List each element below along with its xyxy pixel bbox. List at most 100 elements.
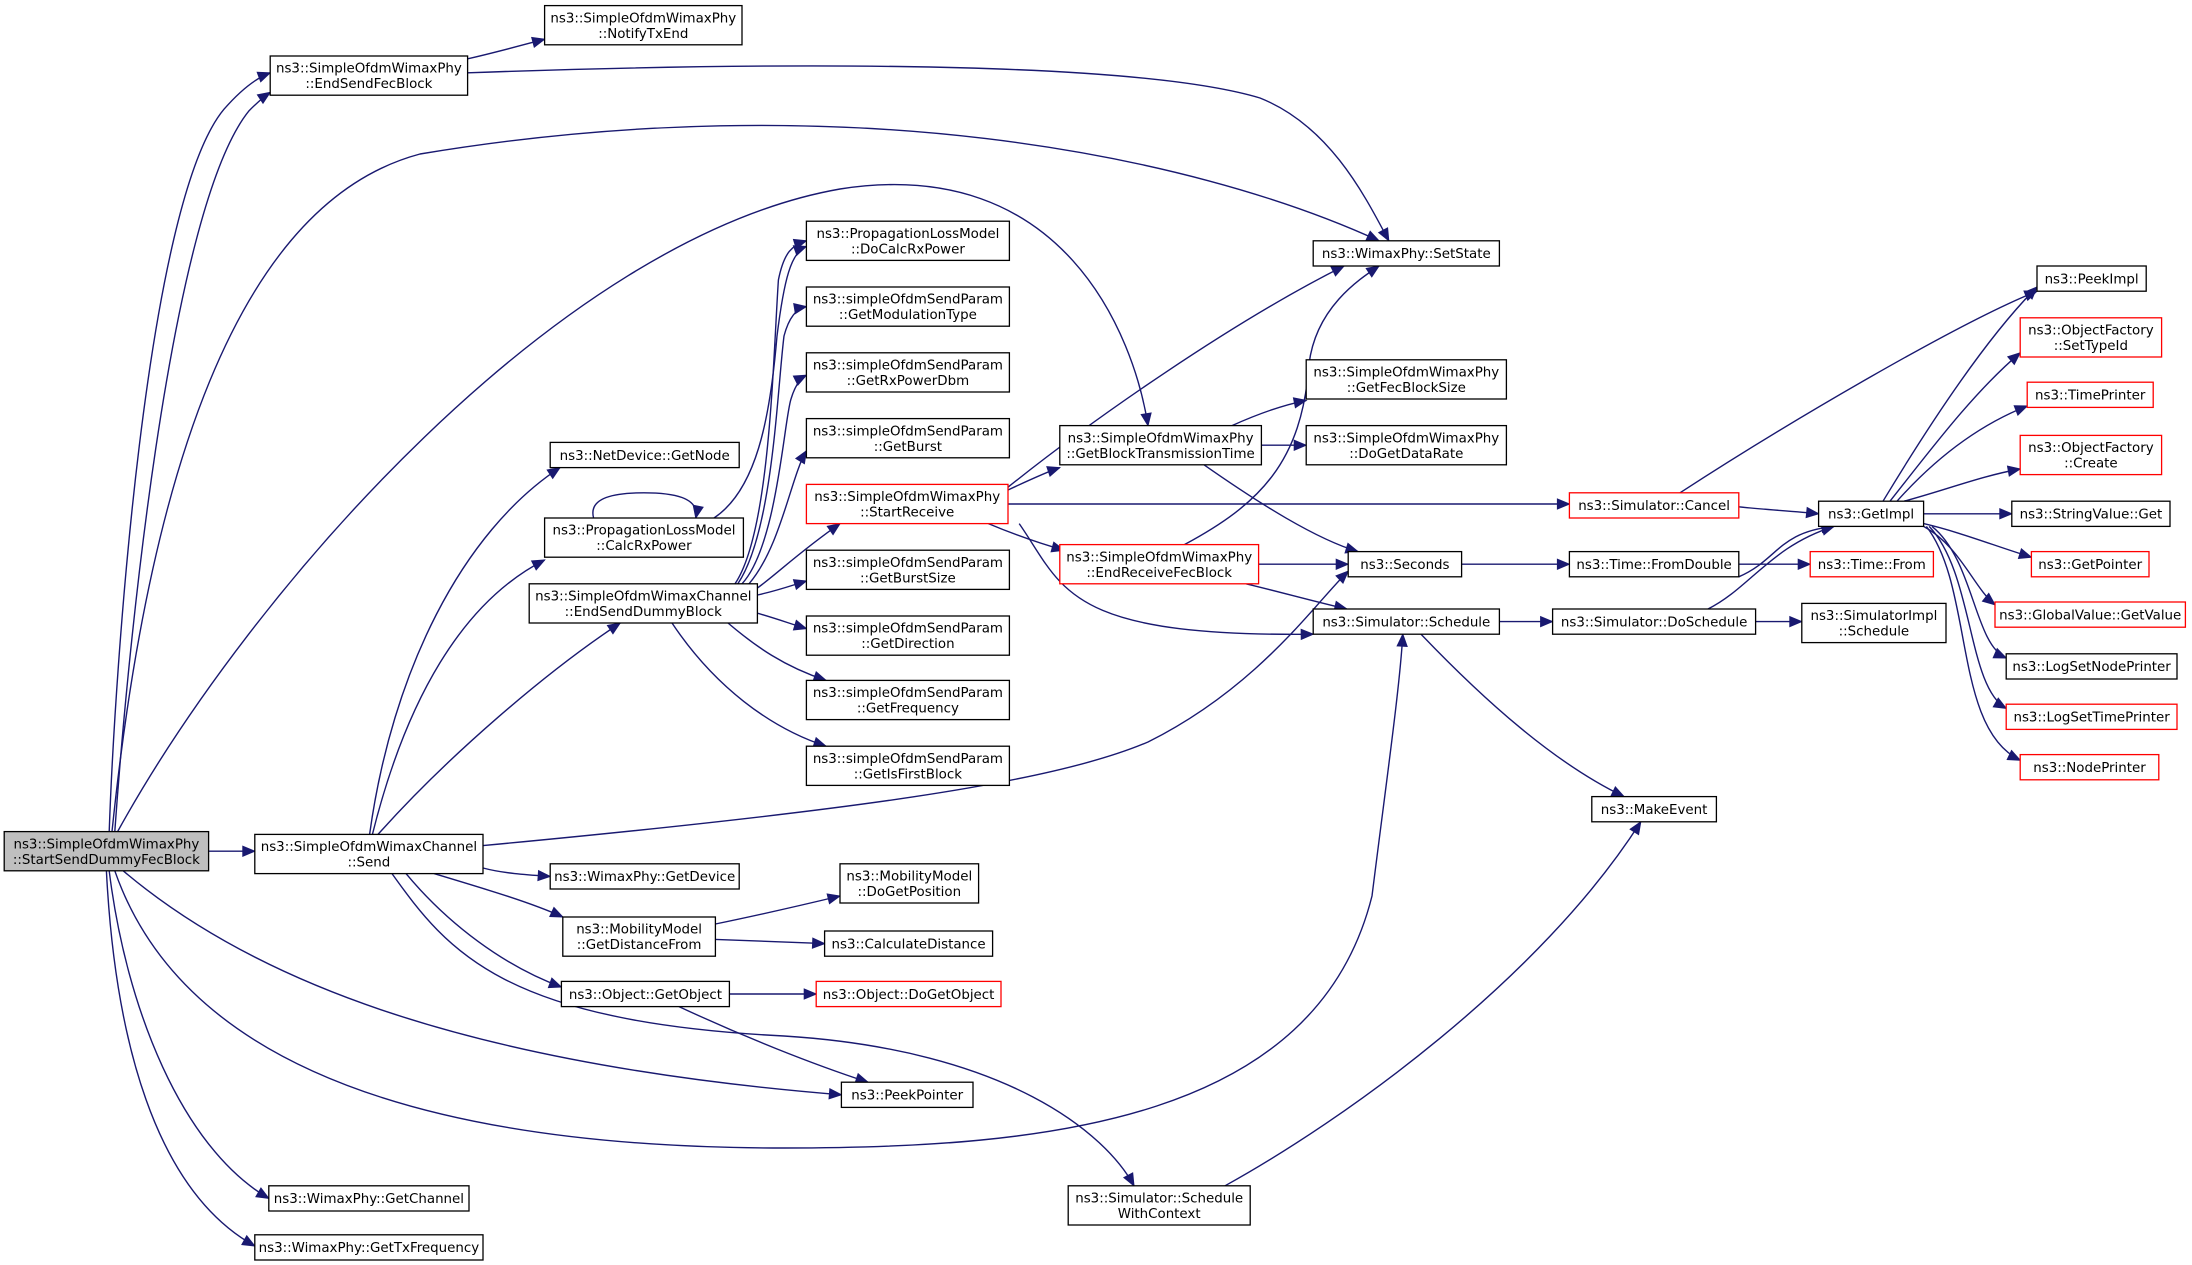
node-time-from[interactable]: ns3::Time::From — [1809, 550, 1935, 578]
node-simulator-cancel[interactable]: ns3::Simulator::Cancel — [1568, 492, 1740, 519]
node-end-send-fec-block[interactable]: ns3::SimpleOfdmWimaxPhy::EndSendFecBlock — [269, 55, 469, 96]
node-object-factory-set-type-id[interactable]: ns3::ObjectFactory::SetTypeId — [2019, 317, 2163, 358]
node-get-frequency[interactable]: ns3::simpleOfdmSendParam::GetFrequency — [805, 679, 1011, 721]
node-get-impl[interactable]: ns3::GetImpl — [1817, 500, 1925, 528]
node-peek-pointer[interactable]: ns3::PeekPointer — [840, 1081, 974, 1109]
edge-channelSend-to-objectGetObject — [405, 873, 563, 989]
node-label-line: ns3::GetPointer — [2038, 558, 2142, 573]
edge-line — [105, 870, 256, 1247]
node-box — [1059, 543, 1260, 585]
node-box — [1305, 424, 1508, 466]
node-simulator-impl-schedule[interactable]: ns3::SimulatorImpl::Schedule — [1801, 602, 1947, 644]
node-get-rx-power-dbm[interactable]: ns3::simpleOfdmSendParam::GetRxPowerDbm — [805, 352, 1011, 393]
node-calc-rx-power[interactable]: ns3::PropagationLossModel::CalcRxPower — [543, 517, 745, 558]
edge-getImpl-to-stringValueGet — [1923, 508, 2014, 520]
node-seconds[interactable]: ns3::Seconds — [1347, 550, 1463, 578]
node-set-state[interactable]: ns3::WimaxPhy::SetState — [1312, 240, 1501, 267]
node-peek-impl[interactable]: ns3::PeekImpl — [2036, 265, 2147, 292]
node-label-line: ns3::Simulator::Schedule — [1075, 1191, 1243, 1206]
edge-line — [1224, 821, 1642, 1187]
arrowhead-icon — [1140, 412, 1152, 427]
node-log-set-node-printer[interactable]: ns3::LogSetNodePrinter — [2005, 653, 2178, 680]
edge-line — [114, 634, 1404, 1149]
node-end-receive-fec-block[interactable]: ns3::SimpleOfdmWimaxPhy::EndReceiveFecBl… — [1059, 543, 1260, 585]
node-calculate-distance[interactable]: ns3::CalculateDistance — [823, 930, 994, 957]
node-log-set-time-printer[interactable]: ns3::LogSetTimePrinter — [2005, 703, 2178, 731]
edge-line — [1420, 633, 1625, 798]
edge-getBlockTransmissionTime-to-doGetDataRate — [1261, 439, 1308, 451]
edge-simulatorCancel-to-peekImpl — [1679, 290, 2039, 494]
node-mobility-do-get-position[interactable]: ns3::MobilityModel::DoGetPosition — [839, 863, 980, 904]
node-string-value-get[interactable]: ns3::StringValue::Get — [2011, 500, 2171, 528]
node-mobility-get-distance-from[interactable]: ns3::MobilityModel::GetDistanceFrom — [562, 916, 717, 957]
node-label-line: ns3::SimpleOfdmWimaxPhy — [550, 11, 736, 26]
node-global-value-get-value[interactable]: ns3::GlobalValue::GetValue — [1994, 601, 2187, 628]
edge-line — [727, 622, 827, 682]
node-box — [254, 833, 484, 875]
node-channel-send[interactable]: ns3::SimpleOfdmWimaxChannel::Send — [254, 833, 484, 875]
edge-line — [1707, 525, 1835, 610]
node-label-line: ns3::LogSetNodePrinter — [2012, 660, 2171, 675]
edge-getImpl-to-nodePrinter — [1925, 525, 2022, 761]
arrowhead-icon — [1999, 508, 2014, 520]
edge-line — [715, 895, 841, 925]
arrowhead-icon — [1789, 615, 1804, 628]
node-wimax-phy-get-tx-frequency[interactable]: ns3::WimaxPhy::GetTxFrequency — [254, 1234, 484, 1261]
node-get-burst-size[interactable]: ns3::simpleOfdmSendParam::GetBurstSize — [805, 549, 1011, 591]
node-do-schedule[interactable]: ns3::Simulator::DoSchedule — [1551, 608, 1757, 635]
node-get-fec-block-size[interactable]: ns3::SimpleOfdmWimaxPhy::GetFecBlockSize — [1305, 359, 1508, 400]
node-make-event[interactable]: ns3::MakeEvent — [1591, 795, 1718, 823]
node-node-printer[interactable]: ns3::NodePrinter — [2019, 753, 2160, 781]
node-get-burst[interactable]: ns3::simpleOfdmSendParam::GetBurst — [805, 417, 1011, 459]
node-get-block-transmission-time[interactable]: ns3::SimpleOfdmWimaxPhy::GetBlockTransmi… — [1059, 424, 1263, 466]
node-simulator-schedule[interactable]: ns3::Simulator::Schedule — [1312, 608, 1501, 635]
node-get-pointer[interactable]: ns3::GetPointer — [2030, 550, 2150, 578]
node-label-line: ns3::Simulator::Cancel — [1578, 499, 1730, 514]
node-object-get-object[interactable]: ns3::Object::GetObject — [560, 980, 731, 1008]
node-get-modulation-type[interactable]: ns3::simpleOfdmSendParam::GetModulationT… — [805, 286, 1011, 327]
node-wimax-phy-get-channel[interactable]: ns3::WimaxPhy::GetChannel — [268, 1185, 470, 1212]
edge-channelSend-to-wimaxPhyGetDevice — [482, 867, 552, 882]
node-label-line: ::SetTypeId — [2054, 339, 2128, 354]
node-do-get-data-rate[interactable]: ns3::SimpleOfdmWimaxPhy::DoGetDataRate — [1305, 424, 1508, 466]
node-notify-tx-end[interactable]: ns3::SimpleOfdmWimaxPhy::NotifyTxEnd — [543, 4, 743, 46]
node-label-line: ns3::SimpleOfdmWimaxChannel — [535, 589, 751, 604]
edge-line — [1738, 525, 1835, 578]
arrowhead-icon — [1300, 628, 1315, 641]
node-time-from-double[interactable]: ns3::Time::FromDouble — [1568, 550, 1740, 578]
edge-scheduleWithContext-to-makeEvent — [1224, 820, 1642, 1187]
edge-line — [1882, 286, 2038, 502]
arrowhead-icon — [255, 1187, 270, 1200]
node-box — [2030, 550, 2150, 578]
node-label-line: ::CalcRxPower — [596, 539, 692, 554]
edge-line — [678, 1005, 869, 1083]
edge-line — [671, 622, 827, 747]
node-get-is-first-block[interactable]: ns3::simpleOfdmSendParam::GetIsFirstBloc… — [805, 745, 1011, 787]
node-wimax-phy-get-device[interactable]: ns3::WimaxPhy::GetDevice — [549, 863, 740, 890]
edge-mobilityGetDistanceFrom-to-mobilityDoGetPosition — [715, 893, 842, 925]
node-object-do-get-object[interactable]: ns3::Object::DoGetObject — [815, 980, 1002, 1008]
node-get-direction[interactable]: ns3::simpleOfdmSendParam::GetDirection — [805, 615, 1011, 656]
edge-line — [1925, 525, 2021, 761]
arrowhead-icon — [1981, 592, 1997, 606]
node-label-line: ns3::SimpleOfdmWimaxPhy — [1313, 365, 1499, 380]
node-label-line: ns3::ObjectFactory — [2028, 323, 2154, 338]
node-object-factory-create[interactable]: ns3::ObjectFactory::Create — [2019, 434, 2163, 476]
node-do-calc-rx-power[interactable]: ns3::PropagationLossModel::DoCalcRxPower — [805, 220, 1011, 262]
edge-line — [116, 183, 1149, 832]
node-box — [1817, 500, 1925, 528]
arrowhead-icon — [1365, 230, 1381, 242]
node-start-receive[interactable]: ns3::SimpleOfdmWimaxPhy::StartReceive — [805, 483, 1009, 525]
node-net-device-get-node[interactable]: ns3::NetDevice::GetNode — [549, 441, 740, 469]
node-label-line: ns3::GlobalValue::GetValue — [1999, 608, 2181, 623]
edge-getImpl-to-peekImpl — [1882, 286, 2038, 502]
edge-line — [122, 870, 842, 1096]
edge-line — [433, 872, 564, 918]
node-box — [543, 517, 745, 558]
node-label-line: ns3::CalculateDistance — [832, 937, 986, 952]
node-end-send-dummy-block[interactable]: ns3::SimpleOfdmWimaxChannel::EndSendDumm… — [528, 583, 759, 624]
edge-line — [737, 305, 807, 585]
node-time-printer[interactable]: ns3::TimePrinter — [2026, 381, 2154, 409]
arrowhead-icon — [792, 619, 808, 631]
